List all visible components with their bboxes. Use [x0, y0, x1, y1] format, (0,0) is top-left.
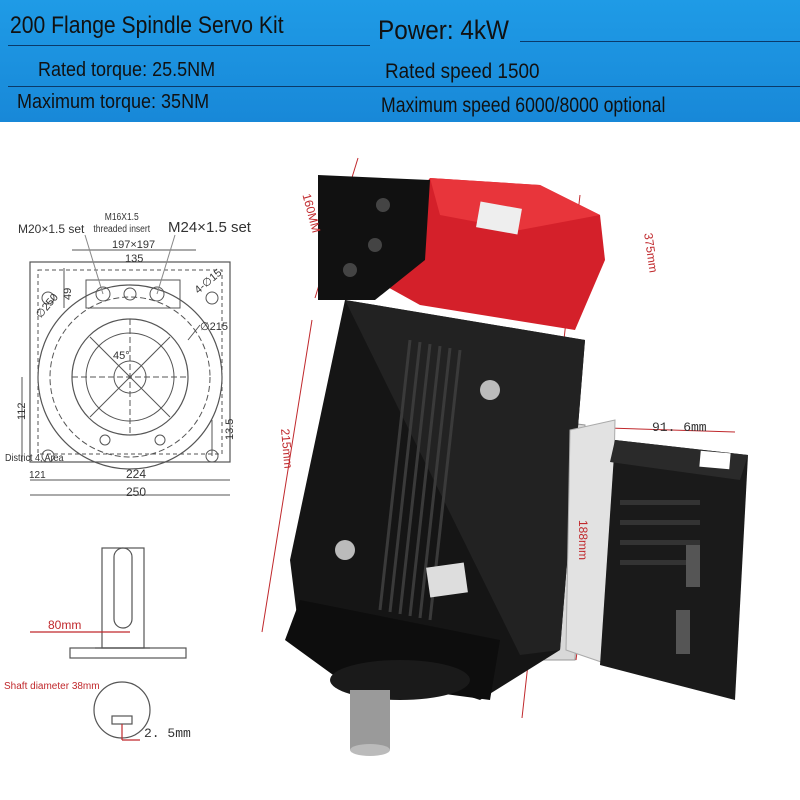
dim-215-dia: ∅215 [200, 321, 228, 333]
m20-label: M20×1.5 set [18, 222, 85, 236]
rated-underline [8, 86, 800, 87]
spec-banner [0, 0, 800, 122]
power-underline [520, 41, 800, 42]
spindle-motor-photo [261, 157, 605, 756]
district-number: 121 [29, 470, 46, 481]
dim-250: 250 [126, 485, 147, 499]
shaft-diameter-label: Shaft diameter 38mm [4, 681, 100, 692]
dim-49: 49 [62, 287, 74, 300]
m16-label: M16X1.5 threaded insert [93, 212, 151, 235]
title-underline [8, 45, 370, 46]
district-label: District 4, Area [5, 453, 64, 464]
rated-torque-spec: Rated torque: 25.5NM [38, 59, 216, 81]
dim-13-5: 13.5 [224, 418, 236, 440]
dim-91-6mm: 91. 6mm [652, 420, 707, 435]
dim-135: 135 [125, 253, 144, 265]
dim-2-5mm: 2. 5mm [144, 726, 191, 741]
dim-80mm: 80mm [48, 618, 82, 632]
m24-label: M24×1.5 set [168, 219, 251, 236]
max-torque-spec: Maximum torque: 35NM [17, 91, 210, 113]
flange-drawing [21, 234, 231, 496]
max-speed-spec: Maximum speed 6000/8000 optional [381, 94, 666, 117]
dim-45: 45° [113, 350, 130, 362]
dim-224: 224 [126, 467, 147, 481]
shaft-drawing [30, 547, 187, 741]
servo-driver-photo [565, 419, 748, 700]
rated-speed-spec: Rated speed 1500 [385, 60, 540, 83]
product-title: 200 Flange Spindle Servo Kit [10, 12, 284, 39]
power-spec: Power: 4kW [378, 15, 509, 45]
dim-197: 197×197 [112, 239, 156, 251]
dim-112: 112 [16, 402, 28, 420]
dim-188mm: 188mm [576, 520, 590, 561]
